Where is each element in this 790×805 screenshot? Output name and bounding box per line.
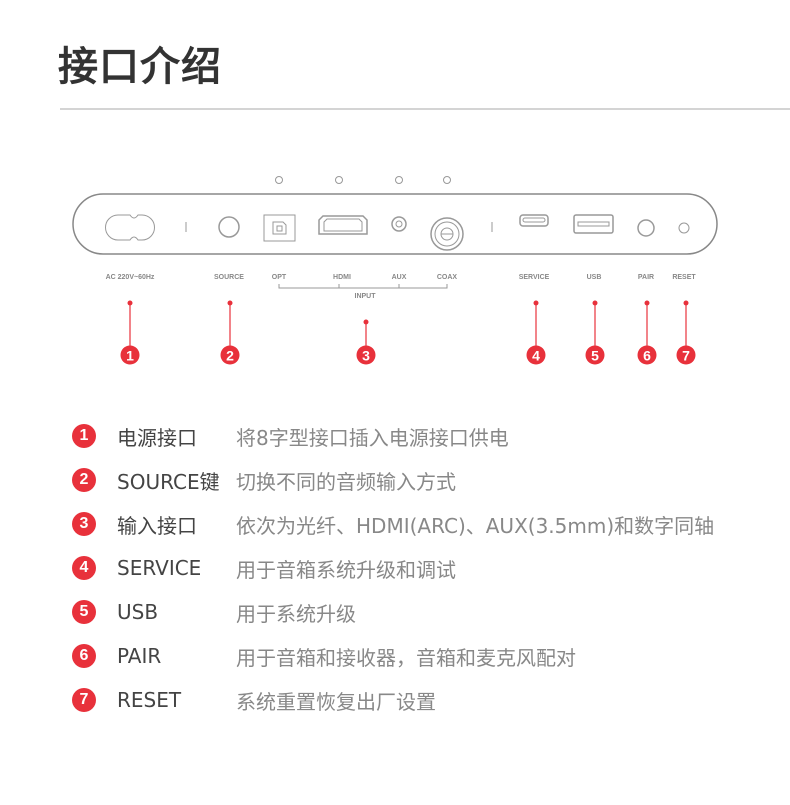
label-service: SERVICE	[519, 274, 550, 281]
svg-text:2: 2	[226, 348, 234, 364]
item-label: SOURCE键	[117, 469, 220, 494]
item-description: 用于音箱和接收器，音箱和麦克风配对	[236, 645, 576, 670]
number-badge: 7	[72, 688, 96, 712]
svg-text:3: 3	[362, 348, 370, 364]
callout-marker-4: 4	[526, 300, 546, 365]
number-badge: 6	[72, 644, 96, 668]
source-button	[218, 216, 240, 238]
label-pair: PAIR	[638, 274, 654, 281]
label-source: SOURCE	[214, 274, 244, 281]
number-badge: 2	[72, 468, 96, 492]
item-description: 系统重置恢复出厂设置	[236, 689, 436, 714]
item-label: PAIR	[117, 644, 162, 668]
svg-text:4: 4	[532, 348, 540, 364]
led-indicator	[395, 176, 403, 184]
label-aux: AUX	[392, 274, 407, 281]
legend-item: 6 PAIR 用于音箱和接收器，音箱和麦克风配对	[72, 643, 576, 670]
led-indicator	[443, 176, 451, 184]
device-body	[72, 193, 718, 255]
item-description: 切换不同的音频输入方式	[236, 469, 456, 494]
reset-hole	[678, 222, 690, 234]
label-usb: USB	[587, 274, 602, 281]
callout-marker-2: 2	[220, 300, 240, 365]
optical-port	[263, 214, 296, 242]
legend-item: 1 电源接口 将8字型接口插入电源接口供电	[72, 423, 509, 450]
number-badge: 5	[72, 600, 96, 624]
pair-button	[637, 219, 655, 237]
callout-marker-1: 1	[120, 300, 140, 365]
svg-text:6: 6	[643, 348, 651, 364]
svg-text:5: 5	[591, 348, 599, 364]
item-label: USB	[117, 600, 159, 624]
item-label: 电源接口	[117, 425, 197, 450]
ac-power-port	[105, 214, 155, 241]
label-input: INPUT	[355, 293, 377, 300]
led-indicator	[335, 176, 343, 184]
aux-port	[391, 216, 407, 232]
page-title: 接口介绍	[58, 44, 222, 90]
number-badge: 3	[72, 512, 96, 536]
svg-text:1: 1	[126, 348, 134, 364]
callout-marker-6: 6	[637, 300, 657, 365]
item-label: RESET	[117, 688, 182, 712]
callout-marker-3: 3	[356, 319, 376, 365]
hdmi-port	[318, 215, 368, 235]
item-description: 用于系统升级	[236, 601, 356, 626]
coax-port	[430, 217, 464, 251]
legend-item: 2 SOURCE键 切换不同的音频输入方式	[72, 467, 456, 494]
label-opt: OPT	[272, 274, 287, 281]
label-ac: AC 220V~60Hz	[106, 274, 155, 281]
divider	[60, 108, 790, 110]
item-label: 输入接口	[117, 513, 197, 538]
label-coax: COAX	[437, 274, 458, 281]
number-badge: 4	[72, 556, 96, 580]
legend-item: 4 SERVICE 用于音箱系统升级和调试	[72, 555, 456, 582]
device-diagram: AC 220V~60Hz SOURCE OPT HDMI AUX COAX IN…	[72, 176, 718, 365]
svg-text:7: 7	[682, 348, 690, 364]
callout-marker-5: 5	[585, 300, 605, 365]
item-label: SERVICE	[117, 556, 202, 580]
led-indicator	[275, 176, 283, 184]
item-description: 依次为光纤、HDMI(ARC)、AUX(3.5mm)和数字同轴	[236, 513, 715, 538]
number-badge: 1	[72, 424, 96, 448]
legend-item: 7 RESET 系统重置恢复出厂设置	[72, 687, 436, 714]
legend-item: 3 输入接口 依次为光纤、HDMI(ARC)、AUX(3.5mm)和数字同轴	[72, 511, 714, 538]
label-hdmi: HDMI	[333, 274, 351, 281]
service-port	[519, 214, 549, 227]
usb-port	[573, 214, 614, 234]
legend-item: 5 USB 用于系统升级	[72, 599, 356, 626]
item-description: 用于音箱系统升级和调试	[236, 557, 456, 582]
label-reset: RESET	[672, 274, 696, 281]
input-bracket	[278, 284, 448, 289]
item-description: 将8字型接口插入电源接口供电	[236, 425, 509, 450]
callout-marker-7: 7	[676, 300, 696, 365]
